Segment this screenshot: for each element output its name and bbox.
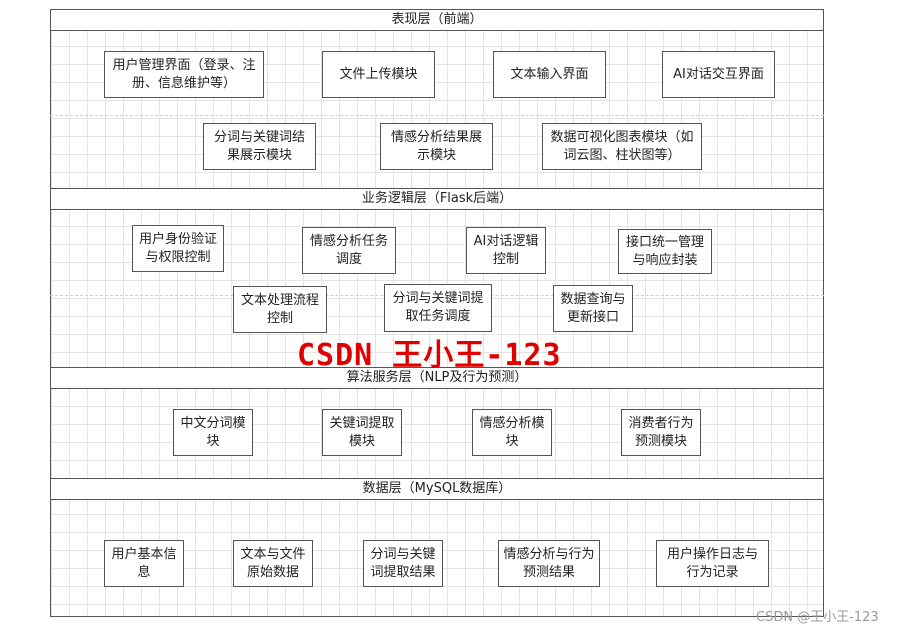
module-data-visualization: 数据可视化图表模块（如词云图、柱状图等） bbox=[542, 123, 702, 170]
module-sentiment-task-scheduling: 情感分析任务调度 bbox=[302, 227, 396, 274]
module-consumer-behavior-prediction: 消费者行为预测模块 bbox=[621, 409, 701, 456]
watermark-text: CSDN 王小王-123 bbox=[297, 338, 562, 373]
module-segmentation-result-display: 分词与关键词结果展示模块 bbox=[203, 123, 316, 170]
module-auth-permission: 用户身份验证与权限控制 bbox=[132, 225, 224, 272]
data-user-basic-info: 用户基本信息 bbox=[104, 540, 184, 587]
module-data-query-update: 数据查询与更新接口 bbox=[553, 285, 633, 332]
data-raw-text-files: 文本与文件原始数据 bbox=[233, 540, 313, 587]
module-sentiment-analysis: 情感分析模块 bbox=[472, 409, 552, 456]
layer-title-algorithm-service: 算法服务层（NLP及行为预测） bbox=[50, 367, 824, 389]
data-segmentation-keyword-results: 分词与关键词提取结果 bbox=[363, 540, 443, 587]
layer-title-business-logic: 业务逻辑层（Flask后端） bbox=[50, 188, 824, 210]
module-keyword-task-scheduling: 分词与关键词提取任务调度 bbox=[384, 284, 492, 332]
module-ai-dialog-ui: AI对话交互界面 bbox=[662, 51, 775, 98]
module-api-management: 接口统一管理与响应封装 bbox=[618, 229, 712, 274]
module-text-input-ui: 文本输入界面 bbox=[493, 51, 606, 98]
data-sentiment-prediction-results: 情感分析与行为预测结果 bbox=[498, 540, 600, 587]
module-chinese-segmentation: 中文分词模块 bbox=[173, 409, 253, 456]
module-text-processing-flow: 文本处理流程控制 bbox=[233, 286, 327, 333]
guide-line bbox=[50, 115, 824, 116]
module-file-upload: 文件上传模块 bbox=[322, 51, 435, 98]
module-user-management-ui: 用户管理界面（登录、注册、信息维护等） bbox=[104, 51, 264, 98]
module-ai-dialog-logic: AI对话逻辑控制 bbox=[466, 227, 546, 274]
data-user-operation-logs: 用户操作日志与行为记录 bbox=[656, 540, 769, 587]
credit-text: CSDN @王小王-123 bbox=[756, 610, 879, 625]
module-sentiment-result-display: 情感分析结果展示模块 bbox=[380, 123, 493, 170]
layer-title-presentation: 表现层（前端） bbox=[50, 9, 824, 31]
layer-title-data: 数据层（MySQL数据库） bbox=[50, 478, 824, 500]
module-keyword-extraction: 关键词提取模块 bbox=[322, 409, 402, 456]
